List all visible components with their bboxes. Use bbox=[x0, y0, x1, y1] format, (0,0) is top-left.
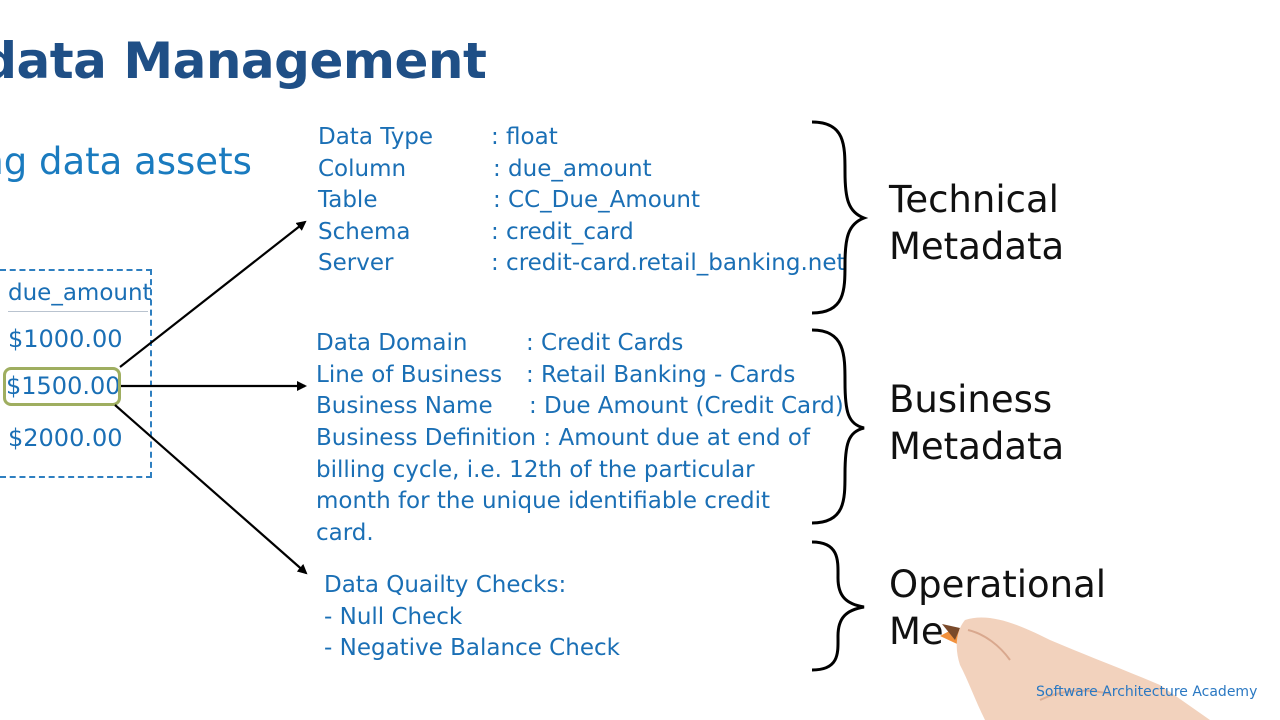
field-key: Schema bbox=[318, 219, 411, 245]
field-key: Table bbox=[318, 187, 378, 213]
field-value: : CC_Due_Amount bbox=[493, 187, 700, 213]
table-row: $1000.00 bbox=[8, 325, 123, 353]
field-value: : Due Amount (Credit Card) bbox=[529, 393, 844, 419]
table-column-header: due_amount bbox=[8, 280, 152, 312]
label-line: Operational bbox=[889, 563, 1107, 606]
label-line: Metadata bbox=[889, 425, 1065, 468]
field-key: Data Domain bbox=[316, 330, 468, 356]
operational-check: - Negative Balance Check bbox=[324, 635, 620, 661]
branding-watermark: Software Architecture Academy bbox=[1036, 684, 1258, 700]
label-line: Technical bbox=[889, 178, 1059, 221]
arrow-to-operational bbox=[114, 404, 308, 575]
operational-brace bbox=[811, 540, 865, 672]
technical-brace bbox=[811, 120, 869, 315]
operational-heading: Data Quailty Checks: bbox=[324, 572, 567, 598]
field-value: : Retail Banking - Cards bbox=[526, 362, 796, 388]
operational-metadata-label: Operational Me bbox=[889, 561, 1106, 655]
field-key: Data Type bbox=[318, 124, 434, 150]
business-metadata-label: Business Metadata bbox=[889, 376, 1064, 470]
field-value: : Credit Cards bbox=[526, 330, 684, 356]
business-definition: Business Definition : Amount due at end … bbox=[316, 425, 811, 546]
data-table-frame bbox=[0, 269, 152, 478]
field-value: : credit-card.retail_banking.net bbox=[491, 250, 846, 276]
business-brace bbox=[811, 328, 865, 525]
field-value: : due_amount bbox=[493, 156, 652, 182]
table-row: $1500.00 bbox=[6, 372, 121, 400]
arrow-to-technical bbox=[119, 220, 307, 368]
field-key: Server bbox=[318, 250, 394, 276]
technical-metadata-label: Technical Metadata bbox=[889, 176, 1064, 270]
operational-check: - Null Check bbox=[324, 604, 463, 630]
table-row: $2000.00 bbox=[8, 424, 123, 452]
label-line: Me bbox=[889, 610, 944, 653]
label-line: Business bbox=[889, 378, 1053, 421]
slide-title: adata Management bbox=[0, 32, 487, 90]
field-value: : credit_card bbox=[491, 219, 634, 245]
field-key: Line of Business bbox=[316, 362, 503, 388]
slide-subtitle: ing data assets bbox=[0, 140, 252, 183]
field-key: Column bbox=[318, 156, 407, 182]
field-key: Business Name bbox=[316, 393, 493, 419]
label-line: Metadata bbox=[889, 225, 1065, 268]
hand-with-pencil-illustration bbox=[940, 617, 1210, 720]
highlighted-row-marker bbox=[3, 367, 121, 406]
field-value: : float bbox=[491, 124, 558, 150]
